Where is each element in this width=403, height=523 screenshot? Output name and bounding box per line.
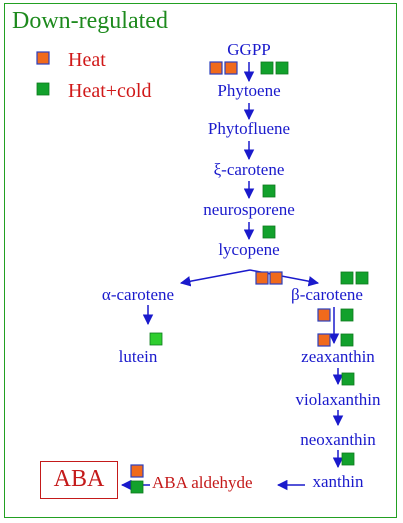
legend-heat-cold-square	[36, 82, 50, 96]
diagram-title: Down-regulated	[12, 8, 168, 34]
marker-heat-cold-square	[262, 225, 276, 239]
node-zeaxanthin: zeaxanthin	[301, 347, 375, 366]
marker-heat-cold-square	[260, 61, 274, 75]
node-ggpp: GGPP	[227, 40, 271, 59]
node-beta-carotene: β-carotene	[291, 285, 363, 304]
node-aba-aldehyde: ABA aldehyde	[152, 473, 253, 492]
node-aba: ABA	[40, 461, 118, 499]
marker-heat-cold-square	[341, 452, 355, 466]
node-alpha-carotene: α-carotene	[101, 285, 175, 304]
node-phytofluene: Phytofluene	[207, 119, 291, 138]
marker-heat-cold-square	[341, 372, 355, 386]
marker-heat-square	[317, 308, 331, 322]
marker-heat-cold-square	[340, 333, 354, 347]
node-neoxanthin: neoxanthin	[300, 430, 376, 449]
marker-heat-cold-square	[275, 61, 289, 75]
node-aba-label: ABA	[53, 466, 105, 492]
diagram-frame	[4, 3, 397, 518]
marker-heat-cold-square	[130, 480, 144, 494]
node-lutein: lutein	[118, 347, 158, 366]
legend-heat-label: Heat	[68, 49, 106, 71]
node-xi-carotene: ξ-carotene	[213, 160, 285, 179]
marker-heat-square	[224, 61, 238, 75]
marker-heat-square	[255, 271, 269, 285]
legend-heat-cold-label: Heat+cold	[68, 80, 152, 102]
legend-heat-square	[36, 51, 50, 65]
marker-heat-cold-square	[340, 308, 354, 322]
marker-heat-cold-square	[355, 271, 369, 285]
arrow-lycopene-alpha-carotene	[179, 269, 251, 287]
node-xanthin: xanthin	[312, 472, 364, 491]
marker-heat-square	[317, 333, 331, 347]
marker-heat-cold-square	[340, 271, 354, 285]
marker-heat-square	[130, 464, 144, 478]
marker-heat-square	[269, 271, 283, 285]
marker-heat-square	[209, 61, 223, 75]
node-phytoene: Phytoene	[217, 81, 281, 100]
node-violaxanthin: violaxanthin	[295, 390, 381, 409]
node-neurosporene: neurosporene	[203, 200, 295, 219]
node-lycopene: lycopene	[218, 240, 280, 259]
marker-heat-cold-square	[262, 184, 276, 198]
marker-heat-cold-square	[149, 332, 163, 346]
